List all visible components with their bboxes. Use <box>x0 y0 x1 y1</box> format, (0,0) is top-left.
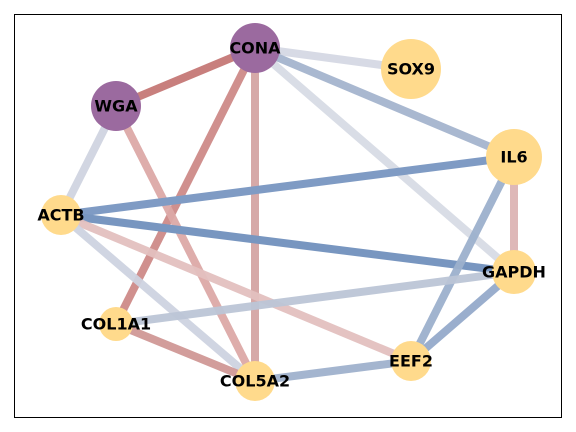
edge-actb-col5a2 <box>58 211 258 385</box>
node-label-col1a1: COL1A1 <box>81 315 151 334</box>
node-label-eef2: EEF2 <box>389 352 433 371</box>
edge-actb-gapdh <box>60 211 515 276</box>
node-sox9 <box>381 39 441 99</box>
edge-col1a1-col5a2 <box>114 320 257 385</box>
node-cona <box>230 23 280 73</box>
node-col1a1 <box>99 307 133 341</box>
edge-col5a2-eef2 <box>254 357 412 385</box>
node-label-sox9: SOX9 <box>387 60 435 79</box>
edge-wga-col5a2 <box>112 104 259 383</box>
edge-gapdh-col1a1 <box>115 268 515 328</box>
node-eef2 <box>391 341 431 381</box>
node-label-wga: WGA <box>94 97 138 116</box>
edge-cona-wga <box>114 44 257 110</box>
node-label-cona: CONA <box>229 39 281 58</box>
edge-il6-eef2 <box>407 155 518 363</box>
node-label-il6: IL6 <box>500 148 527 167</box>
edge-actb-il6 <box>60 153 515 219</box>
edge-gapdh-eef2 <box>408 268 517 365</box>
edge-actb-eef2 <box>59 211 413 365</box>
node-label-col5a2: COL5A2 <box>220 372 290 391</box>
edge-cona-il6 <box>253 44 516 161</box>
node-wga <box>91 81 141 131</box>
node-actb <box>41 195 81 235</box>
node-label-actb: ACTB <box>37 206 84 225</box>
node-il6 <box>486 129 542 185</box>
node-col5a2 <box>235 361 275 401</box>
node-label-gapdh: GAPDH <box>482 263 546 282</box>
node-gapdh <box>492 250 536 294</box>
node-layer <box>41 23 542 401</box>
